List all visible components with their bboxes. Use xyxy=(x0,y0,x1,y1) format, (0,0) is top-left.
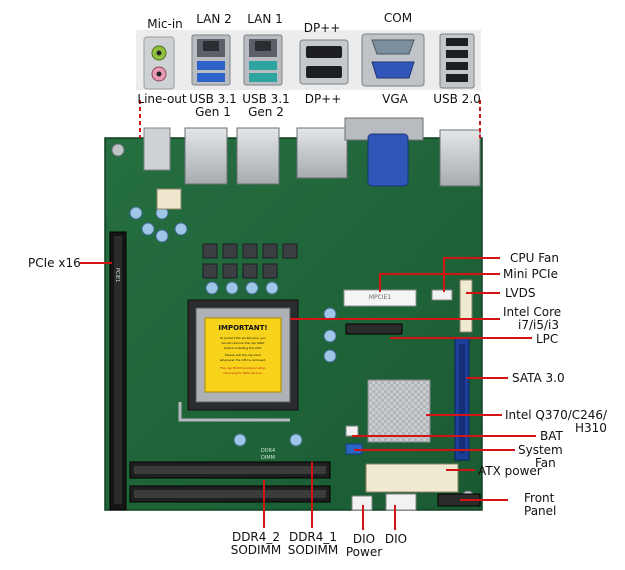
pcie-x16-slot xyxy=(109,231,127,511)
label-line-out: Line-out xyxy=(137,92,187,106)
label-mini-pcie: Mini PCIe xyxy=(503,267,558,281)
pcie-silkscreen: PCIE1 xyxy=(114,268,120,283)
cpu-sticker-title: IMPORTANT! xyxy=(218,324,268,332)
cpu-power-connector xyxy=(156,188,182,210)
label-usb31-gen2-line1: USB 3.1 xyxy=(242,92,290,106)
label-pcie-x16: PCIe x16 xyxy=(28,256,81,270)
label-chipset-line2: H310 xyxy=(575,421,607,435)
label-dio-power-line2: Power xyxy=(345,545,383,559)
label-front-panel-line1: Front xyxy=(524,491,555,505)
label-cpu-fan: CPU Fan xyxy=(510,251,559,265)
label-bat: BAT xyxy=(540,429,563,443)
vrm-chokes xyxy=(202,243,298,279)
label-system-fan-line2: Fan xyxy=(535,456,556,470)
rear-io-panel xyxy=(136,30,481,90)
label-dp-bottom: DP++ xyxy=(304,92,342,106)
battery-header xyxy=(345,425,359,437)
cpu-sticker-line-5: whenever the CPU is removed. xyxy=(219,358,267,362)
chipset-heatsink xyxy=(367,379,431,443)
cpu-sticker-line-1: To protect the socket pins, you xyxy=(220,336,266,340)
label-usb20: USB 2.0 xyxy=(433,92,481,106)
label-front-panel-line2: Panel xyxy=(524,504,557,518)
label-lvds: LVDS xyxy=(505,286,536,300)
label-ddr4-1-line1: DDR4_1 xyxy=(288,530,338,544)
sata-connectors xyxy=(454,337,470,461)
label-usb31-gen2-line2: Gen 2 xyxy=(248,105,284,119)
label-usb31-gen1-line1: USB 3.1 xyxy=(189,92,237,106)
label-mic-in: Mic-in xyxy=(147,17,183,31)
lvds-connector xyxy=(459,279,473,333)
label-intel-core-line2: i7/i5/i3 xyxy=(518,318,559,332)
onboard-rear-connectors xyxy=(143,117,481,187)
label-ddr4-1-line2: SODIMM xyxy=(287,543,339,557)
leader-lines xyxy=(80,100,536,530)
label-system-fan-line1: System xyxy=(518,443,563,457)
lpc-header xyxy=(345,323,403,335)
cpu-sticker-line-4: Please put the cap back xyxy=(225,353,261,357)
dio-connector xyxy=(385,493,417,511)
label-dio-power-line1: DIO xyxy=(352,532,376,546)
cpu-fan-header xyxy=(431,289,453,301)
label-atx-power: ATX power xyxy=(478,464,542,478)
label-vga: VGA xyxy=(382,92,408,106)
sodimm-slots xyxy=(129,461,331,503)
cpu-sticker-line-3: before installing the CPU. xyxy=(223,346,263,350)
label-ddr4-2-line2: SODIMM xyxy=(230,543,282,557)
label-dp-top: DP++ xyxy=(303,21,341,35)
label-dio: DIO xyxy=(384,532,408,546)
cpu-socket xyxy=(178,299,299,422)
cpu-sticker-warning-1: The cap MUST be placed when xyxy=(219,366,267,370)
ddr-silkscreen-2: DIMM xyxy=(261,455,275,461)
cpu-sticker-line-2: should remove the cap ONLY xyxy=(221,341,265,345)
atx-power-connector xyxy=(365,463,459,493)
ddr-silkscreen-1: DDR4 xyxy=(260,448,276,454)
minipcie-silkscreen: MPCIE1 xyxy=(368,294,392,301)
label-lan2: LAN 2 xyxy=(196,12,232,26)
label-usb31-gen1-line2: Gen 1 xyxy=(195,105,231,119)
label-intel-core-line1: Intel Core xyxy=(503,305,562,319)
cpu-sticker-warning-2: returning for RMA service. xyxy=(223,371,263,375)
capacitors xyxy=(129,206,337,447)
label-lpc: LPC xyxy=(536,332,559,346)
label-lan1: LAN 1 xyxy=(247,12,283,26)
label-sata: SATA 3.0 xyxy=(512,371,565,385)
label-ddr4-2-line1: DDR4_2 xyxy=(231,530,281,544)
label-com: COM xyxy=(383,11,413,25)
label-chipset-line1: Intel Q370/C246/ xyxy=(505,408,608,422)
